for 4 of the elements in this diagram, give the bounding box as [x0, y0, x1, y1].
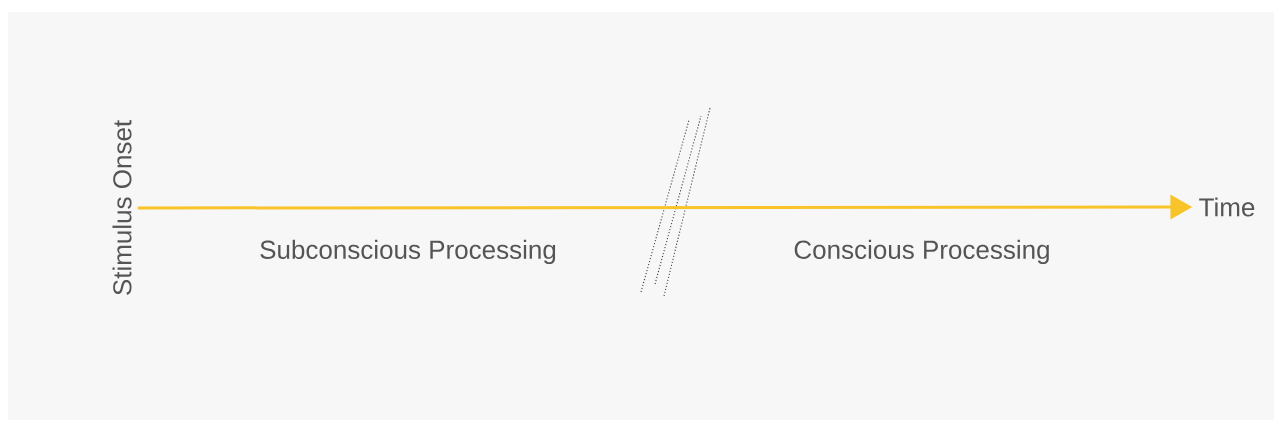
axis-start-label: Stimulus Onset [112, 120, 132, 295]
axis-end-label: Time [1199, 197, 1255, 217]
phase-label: Conscious Processing [794, 239, 1049, 265]
phase-label: Subconscious Processing [260, 239, 556, 265]
